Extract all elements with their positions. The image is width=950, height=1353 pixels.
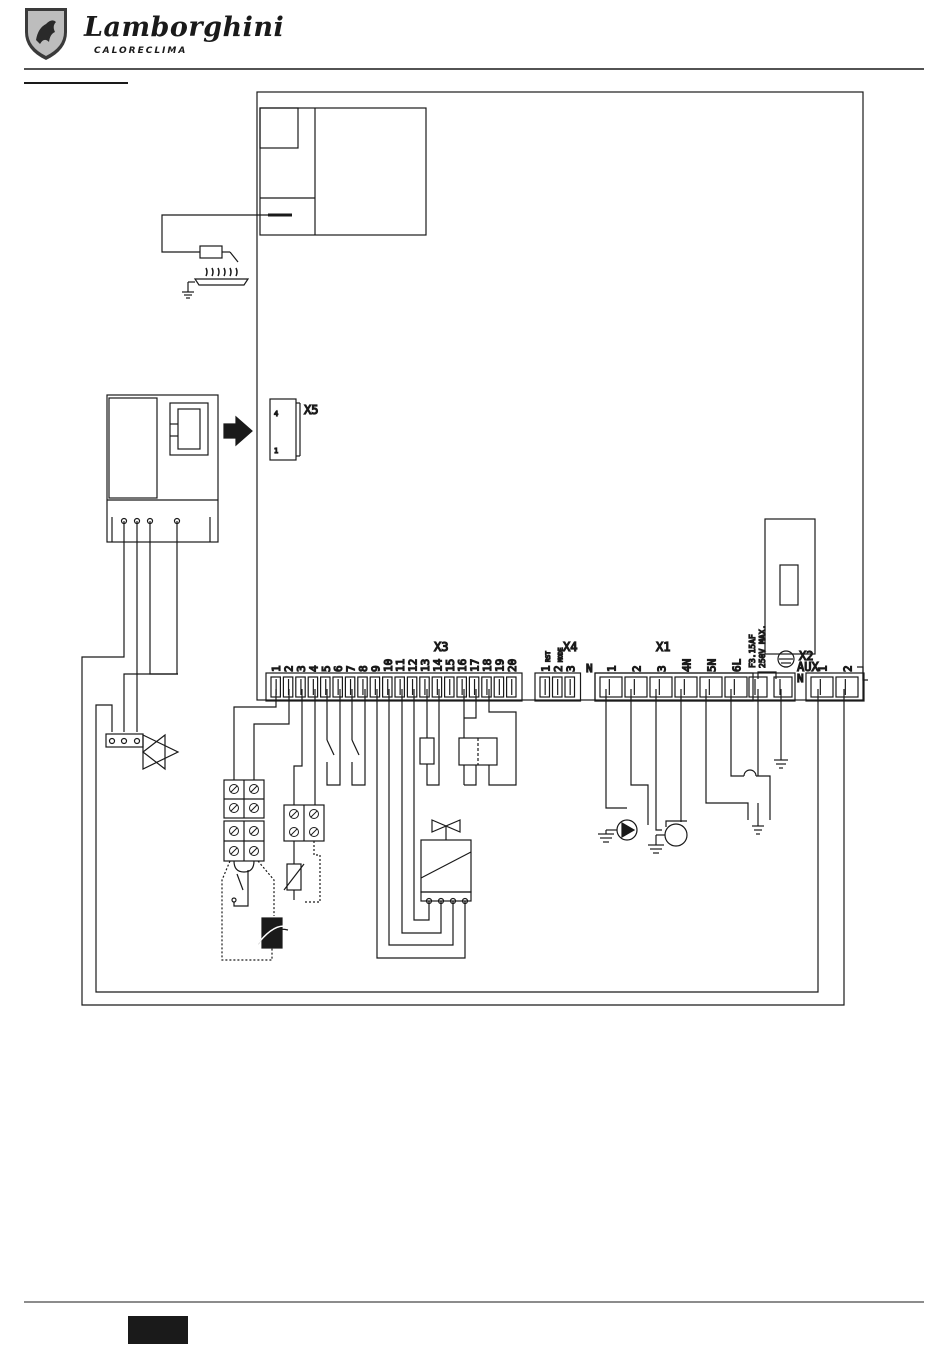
wiring (82, 521, 868, 1005)
connector-x5-label: X5 (304, 403, 318, 417)
ignition-module (260, 108, 426, 235)
ignition-electrode (162, 215, 268, 262)
x3-terminal-label: 13 (419, 659, 432, 672)
external-control-module (107, 395, 218, 542)
x3-terminal-label: 17 (469, 659, 482, 672)
fuse-voltage-label: 250V MAX. (758, 625, 767, 668)
x1-terminal-label: 6L (731, 658, 744, 672)
x3-terminal-label: 19 (493, 659, 506, 672)
x2-terminal (836, 677, 858, 697)
x1-terminal-label: 3 (656, 665, 669, 672)
x3-terminal-label: 9 (369, 665, 382, 672)
x1-terminal (700, 677, 722, 697)
x3-terminal-label: 16 (456, 659, 469, 672)
x3-terminal-label: 8 (357, 665, 370, 672)
x1-terminal-label: 4N (681, 659, 694, 672)
x5-pin-1: 1 (274, 447, 278, 455)
x3-terminal-label: 3 (295, 665, 308, 672)
x3-terminal-label: 6 (332, 665, 345, 672)
x4-function-label: MODE (558, 647, 565, 662)
control-board (257, 92, 863, 700)
x5-pin-4: 4 (274, 410, 278, 418)
arrow-right-icon (224, 417, 252, 445)
x3-terminal-label: 4 (307, 665, 320, 672)
connector-x4-label: X4 (563, 640, 577, 654)
x2-terminal-label: 1 (817, 665, 830, 672)
ground-symbol-icon (774, 760, 788, 768)
x3-terminal-label: 1 (270, 665, 283, 672)
x1-terminal (600, 677, 622, 697)
x3-terminal-label: 7 (345, 665, 358, 672)
motorized-valve-icon (421, 820, 471, 904)
x4-terminal-label: 1 (539, 665, 552, 672)
x2-neutral-label: N (797, 672, 804, 685)
x3-terminal-label: 2 (283, 665, 296, 672)
x3-terminal-label: 20 (506, 659, 519, 672)
fan-icon (648, 821, 687, 853)
x3-terminal-block (266, 673, 522, 701)
x3-terminal-label: 14 (431, 658, 444, 672)
x3-terminal-label: 12 (407, 659, 420, 672)
x1-neutral-label: N (586, 662, 593, 675)
x2-terminal-label: 2 (842, 665, 855, 672)
connector-x1-label: X1 (656, 640, 670, 654)
x2-terminal-block (806, 673, 864, 701)
x1-terminal (650, 677, 672, 697)
x1-terminal (625, 677, 647, 697)
burner-flame-icon (182, 268, 248, 298)
room-thermostat-icon (256, 918, 290, 948)
page-number-tab (128, 1316, 188, 1344)
x1-terminal (675, 677, 697, 697)
x4-terminal-block (535, 673, 581, 701)
x2-terminal (811, 677, 833, 697)
x1-terminal-label: 5N (706, 659, 719, 672)
fuse-rating-label: F3.15AF (748, 634, 757, 668)
connector-x3-label: X3 (434, 640, 448, 654)
x1-terminal-label: 1 (606, 665, 619, 672)
x4-function-label: RST (545, 651, 552, 662)
x4-terminal-label: 2 (552, 665, 565, 672)
x3-terminal-label: 15 (444, 659, 457, 672)
x3-terminal-label: 11 (394, 659, 407, 672)
x1-earth-terminal (774, 677, 792, 697)
x3-terminal-label: 18 (481, 659, 494, 672)
x1-terminal (725, 677, 747, 697)
x1-terminal-block (595, 673, 795, 701)
circulation-pump-icon (598, 820, 637, 842)
x4-terminal-label: 3 (564, 665, 577, 672)
relay-module (765, 519, 815, 654)
ground-symbol-icon (752, 820, 764, 834)
x3-terminal-label: 10 (382, 659, 395, 672)
x1-terminal-label: 2 (631, 665, 644, 672)
x3-terminal-label: 5 (320, 665, 333, 672)
